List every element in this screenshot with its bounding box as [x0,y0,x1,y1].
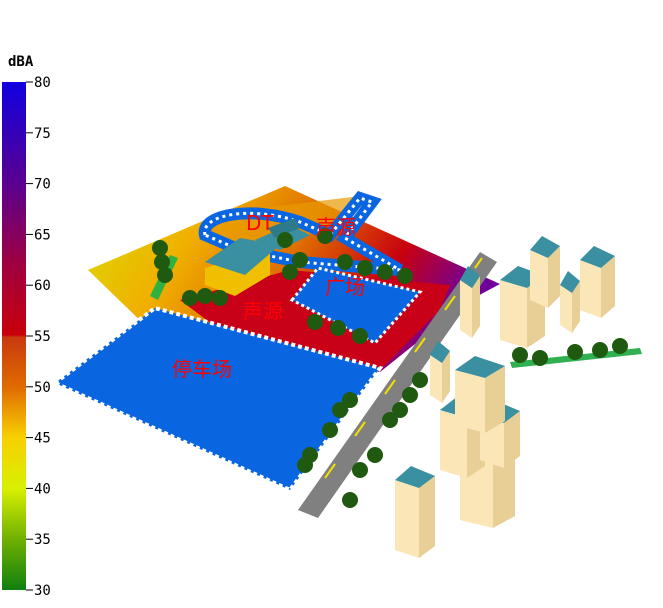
colorbar-scale [2,82,26,590]
label-source-upper: 声源 [316,215,356,239]
tree-icon [292,252,308,268]
tree-icon [592,342,608,358]
colorbar-tick-label: 80 [34,75,51,91]
tree-icon [307,314,323,330]
tree-icon [392,402,408,418]
colorbar-tick-label: 55 [34,329,51,345]
tree-icon [367,447,383,463]
colorbar-unit: dBA [8,54,34,70]
parking-lot [51,305,384,493]
tree-icon [322,422,338,438]
label-square: 广场 [325,275,365,299]
tree-icon [352,328,368,344]
building [430,341,450,403]
tree-icon [330,320,346,336]
tree-icon [377,264,393,280]
tree-icon [397,268,413,284]
tree-icon [512,347,528,363]
colorbar-tick-label: 35 [34,532,51,548]
tree-icon [282,264,298,280]
tree-icon [337,254,353,270]
tree-icon [152,240,168,256]
road [298,252,497,518]
tree-icon [317,228,333,244]
colorbar-tick-label: 60 [34,278,51,294]
road-centerline [324,257,483,479]
label-source-lower: 声源 [243,299,283,323]
colorbar-tick-label: 30 [34,583,51,599]
tree-icon [182,290,198,306]
tree-icon [277,232,293,248]
colorbar-tick-label: 70 [34,177,51,193]
building [455,356,505,433]
square-area [289,266,423,345]
tree-icon [332,402,348,418]
building [580,246,615,318]
trees [152,228,628,508]
tree-icon [212,290,228,306]
colorbar-tick-label: 65 [34,227,51,243]
tree-icon [567,344,583,360]
tree-icon [402,387,418,403]
residential-buildings [395,236,615,558]
label-dt: DT [246,211,274,235]
tree-icon [532,350,548,366]
upper-path-loop [198,190,404,276]
label-parking: 停车场 [172,357,232,381]
colorbar-tick-label: 40 [34,481,51,497]
colorbar: dBA 80 75 70 65 60 55 50 45 40 35 30 [2,54,51,599]
tree-icon [352,462,368,478]
building [395,466,435,558]
colorbar-tick-label: 45 [34,431,51,447]
colorbar-tick-label: 75 [34,126,51,142]
tree-icon [412,372,428,388]
tree-icon [342,492,358,508]
tree-icon [197,288,213,304]
tree-icon [357,260,373,276]
building [460,266,480,338]
tree-icon [157,267,173,283]
tree-icon [297,457,313,473]
tree-icon [342,392,358,408]
tree-icon [612,338,628,354]
colorbar-tick-label: 50 [34,380,51,396]
building [530,236,560,308]
tree-icon [154,254,170,270]
tree-icon [382,412,398,428]
building [560,271,580,333]
